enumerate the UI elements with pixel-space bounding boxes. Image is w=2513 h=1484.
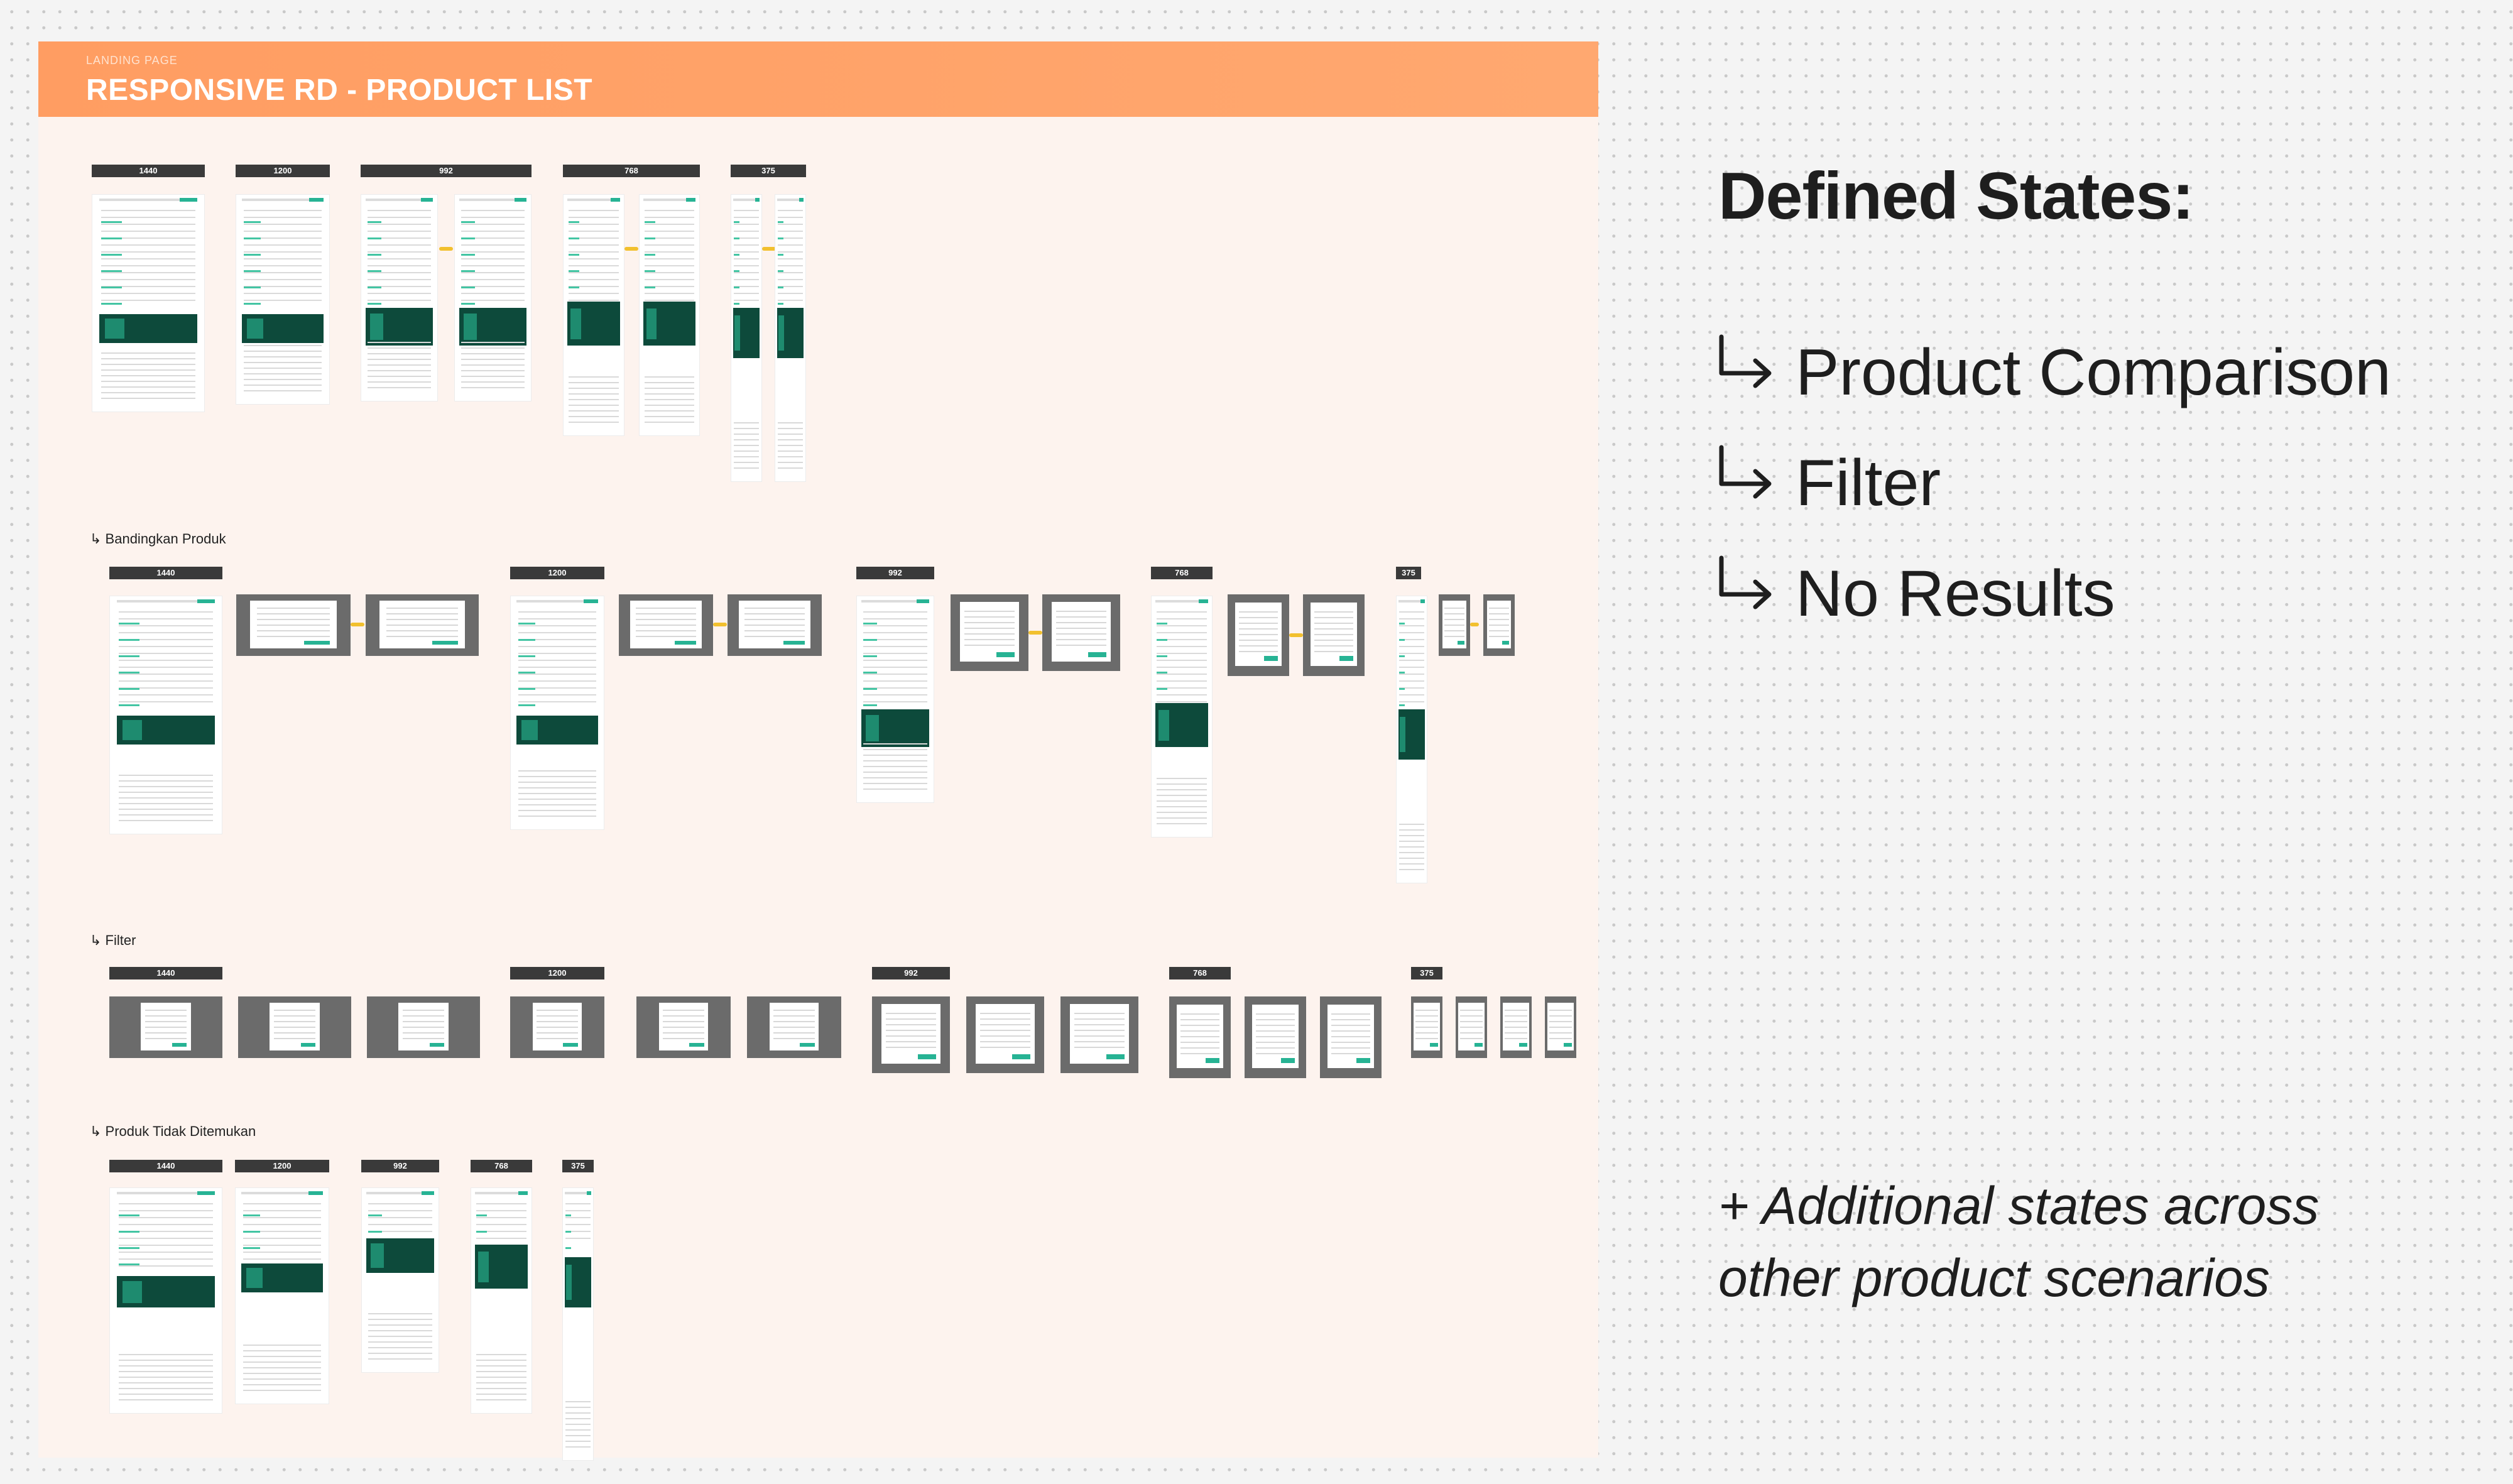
breakpoint-label: 375: [1411, 967, 1442, 979]
filter-modal-thumbnail[interactable]: [966, 996, 1044, 1073]
flow-arrow: [351, 623, 364, 626]
screen-thumbnail[interactable]: [235, 1187, 329, 1404]
flow-arrow: [762, 247, 776, 251]
filter-modal-thumbnail[interactable]: [1456, 996, 1487, 1058]
breakpoint-label: 375: [562, 1160, 594, 1172]
return-arrow-icon: [1719, 445, 1772, 499]
filter-modal-thumbnail[interactable]: [1320, 996, 1382, 1078]
breakpoint-label: 1440: [109, 1160, 222, 1172]
screen-thumbnail[interactable]: [236, 194, 330, 405]
screen-thumbnail[interactable]: [361, 1187, 439, 1373]
state-label: Filter: [1796, 447, 1941, 520]
breakpoint-label: 992: [361, 1160, 439, 1172]
filter-modal-thumbnail[interactable]: [1060, 996, 1138, 1073]
screen-thumbnail[interactable]: [471, 1187, 532, 1414]
return-arrow-icon: [1719, 555, 1772, 609]
filter-modal-thumbnail[interactable]: [1545, 996, 1576, 1058]
screen-thumbnail[interactable]: [1396, 596, 1427, 883]
screen-thumbnail[interactable]: [856, 596, 934, 803]
breakpoint-label: 1440: [109, 567, 222, 579]
breakpoint-label: 768: [1151, 567, 1213, 579]
breakpoint-label: 1440: [109, 967, 222, 979]
breakpoint-label: 1200: [510, 967, 604, 979]
board-title: RESPONSIVE RD - PRODUCT LIST: [86, 74, 593, 107]
breakpoint-label: 992: [361, 165, 531, 177]
state-label: No Results: [1796, 557, 2115, 630]
breakpoint-label: 1440: [92, 165, 205, 177]
additional-states-note: + Additional states across other product…: [1718, 1170, 2319, 1314]
filter-modal-thumbnail[interactable]: [510, 996, 604, 1058]
breakpoint-label: 1200: [235, 1160, 329, 1172]
flow-arrow: [439, 247, 453, 251]
comparison-modal-thumbnail[interactable]: [951, 594, 1028, 671]
comparison-modal-thumbnail[interactable]: [619, 594, 713, 656]
board-kicker: LANDING PAGE: [86, 54, 178, 67]
filter-modal-thumbnail[interactable]: [1245, 996, 1306, 1078]
screen-thumbnail[interactable]: [510, 596, 604, 830]
filter-modal-thumbnail[interactable]: [747, 996, 841, 1058]
board-header: LANDING PAGE RESPONSIVE RD - PRODUCT LIS…: [38, 41, 1598, 117]
section-label-comparison: ↳ Bandingkan Produk: [90, 531, 226, 547]
comparison-modal-thumbnail[interactable]: [1042, 594, 1120, 671]
comparison-modal-thumbnail[interactable]: [1303, 594, 1365, 676]
filter-modal-thumbnail[interactable]: [872, 996, 950, 1073]
comparison-modal-thumbnail[interactable]: [728, 594, 822, 656]
flow-arrow: [1289, 633, 1303, 637]
defined-states-title: Defined States:: [1718, 159, 2194, 233]
screen-thumbnail[interactable]: [639, 194, 700, 436]
comparison-modal-thumbnail[interactable]: [1228, 594, 1289, 676]
flow-arrow: [1028, 631, 1042, 635]
breakpoint-label: 768: [471, 1160, 532, 1172]
comparison-modal-thumbnail[interactable]: [1439, 594, 1470, 656]
comparison-modal-thumbnail[interactable]: [236, 594, 351, 656]
filter-modal-thumbnail[interactable]: [1500, 996, 1532, 1058]
flow-arrow: [713, 623, 727, 626]
filter-modal-thumbnail[interactable]: [1411, 996, 1442, 1058]
screen-thumbnail[interactable]: [775, 194, 806, 482]
filter-modal-thumbnail[interactable]: [367, 996, 480, 1058]
note-line: other product scenarios: [1718, 1248, 2270, 1307]
filter-modal-thumbnail[interactable]: [238, 996, 351, 1058]
comparison-modal-thumbnail[interactable]: [366, 594, 479, 656]
screen-thumbnail[interactable]: [563, 194, 624, 436]
screen-thumbnail[interactable]: [361, 194, 438, 401]
breakpoint-label: 768: [1169, 967, 1231, 979]
screen-thumbnail[interactable]: [562, 1187, 594, 1461]
filter-modal-thumbnail[interactable]: [1169, 996, 1231, 1078]
note-line: + Additional states across: [1718, 1176, 2319, 1235]
section-label-no-results: ↳ Produk Tidak Ditemukan: [90, 1123, 256, 1139]
screen-thumbnail[interactable]: [731, 194, 762, 482]
breakpoint-label: 1200: [236, 165, 330, 177]
breakpoint-label: 992: [872, 967, 950, 979]
screen-thumbnail[interactable]: [109, 596, 222, 834]
filter-modal-thumbnail[interactable]: [109, 996, 222, 1058]
screen-thumbnail[interactable]: [1151, 596, 1213, 837]
landing-page-board: LANDING PAGE RESPONSIVE RD - PRODUCT LIS…: [38, 41, 1598, 1461]
return-arrow-icon: [1719, 334, 1772, 388]
state-label: Product Comparison: [1796, 336, 2391, 409]
breakpoint-label: 375: [731, 165, 806, 177]
breakpoint-label: 768: [563, 165, 700, 177]
breakpoint-label: 992: [856, 567, 934, 579]
breakpoint-label: 375: [1396, 567, 1421, 579]
screen-thumbnail[interactable]: [109, 1187, 222, 1414]
comparison-modal-thumbnail[interactable]: [1483, 594, 1515, 656]
flow-arrow: [1470, 623, 1479, 626]
screen-thumbnail[interactable]: [92, 194, 205, 412]
breakpoint-label: 1200: [510, 567, 604, 579]
filter-modal-thumbnail[interactable]: [636, 996, 731, 1058]
screen-thumbnail[interactable]: [454, 194, 531, 401]
flow-arrow: [624, 247, 638, 251]
section-label-filter: ↳ Filter: [90, 932, 136, 948]
